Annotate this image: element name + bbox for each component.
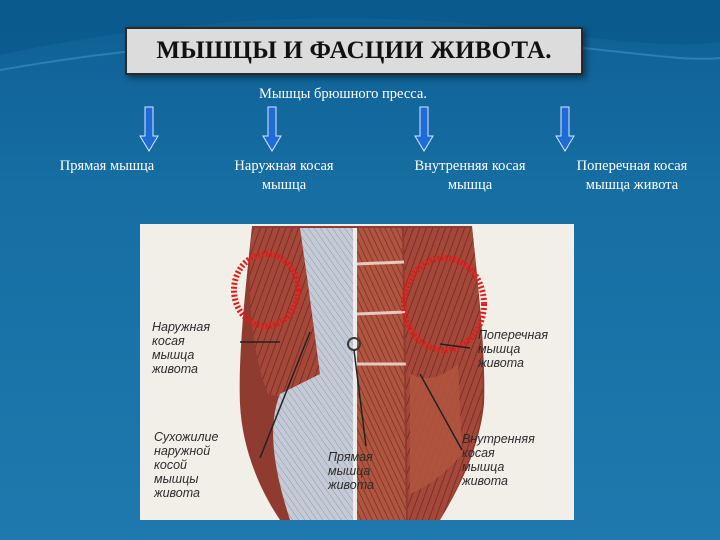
label-rectus: Прямая мышца xyxy=(38,157,176,176)
anatomy-figure: Наружная косая мышца живота Поперечная м… xyxy=(140,224,574,520)
subtitle: Мышцы брюшного пресса. xyxy=(200,86,486,103)
down-arrow-icon xyxy=(555,106,575,152)
caption-transverse: Поперечная мышца живота xyxy=(478,328,548,370)
caption-aponeurosis: Сухожилие наружной косой мышцы живота xyxy=(154,430,218,500)
down-arrow-icon xyxy=(262,106,282,152)
page-title: МЫШЦЫ И ФАСЦИИ ЖИВОТА. xyxy=(156,37,551,65)
label-internal-oblique: Внутренняя косая мышца xyxy=(392,157,548,195)
down-arrow-icon xyxy=(414,106,434,152)
caption-external-oblique: Наружная косая мышца живота xyxy=(152,320,210,376)
down-arrow-icon xyxy=(139,106,159,152)
label-external-oblique: Наружная косая мышца xyxy=(214,157,354,195)
caption-rectus: Прямая мышца живота xyxy=(328,450,374,492)
caption-internal-oblique: Внутренняя косая мышца живота xyxy=(462,432,535,488)
label-transverse: Поперечная косая мышца живота xyxy=(572,157,692,195)
title-box: МЫШЦЫ И ФАСЦИИ ЖИВОТА. xyxy=(125,27,583,75)
